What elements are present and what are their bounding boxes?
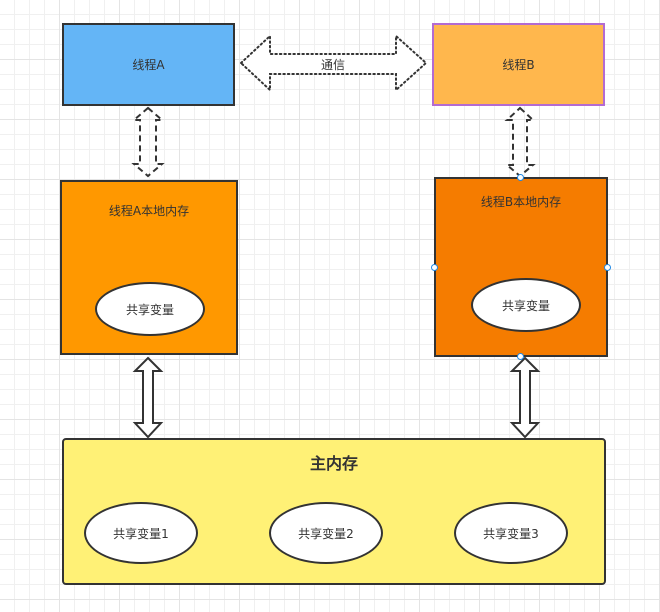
resize-handle-bottom[interactable] xyxy=(517,353,524,360)
resize-handle-left[interactable] xyxy=(431,264,438,271)
local-b-shared-variable[interactable]: 共享变量 xyxy=(471,278,581,332)
resize-handle-right[interactable] xyxy=(604,264,611,271)
communication-label: 通信 xyxy=(320,58,345,72)
thread-b-box[interactable]: 线程B xyxy=(432,23,605,106)
local-b-variable-label: 共享变量 xyxy=(501,298,550,313)
main-shared-variable-3[interactable]: 共享变量3 xyxy=(454,502,568,564)
main-memory-box[interactable]: 主内存 共享变量1 共享变量2 共享变量3 xyxy=(62,438,606,585)
thread-a-local-arrow[interactable] xyxy=(131,106,165,178)
local-a-variable-label: 共享变量 xyxy=(125,302,174,317)
local-a-main-arrow[interactable] xyxy=(132,356,164,439)
thread-a-box[interactable]: 线程A xyxy=(62,23,235,106)
local-a-shared-variable[interactable]: 共享变量 xyxy=(95,282,205,336)
local-memory-b-label: 线程B本地内存 xyxy=(480,195,562,209)
local-memory-b-box[interactable]: 线程B本地内存 共享变量 xyxy=(434,177,608,357)
local-b-main-arrow[interactable] xyxy=(509,356,541,439)
local-memory-a-label: 线程A本地内存 xyxy=(108,204,190,218)
local-memory-a-box[interactable]: 线程A本地内存 共享变量 xyxy=(60,180,238,355)
main-variable-1-label: 共享变量1 xyxy=(113,526,169,541)
main-variable-3-label: 共享变量3 xyxy=(483,526,539,541)
thread-b-label: 线程B xyxy=(502,58,535,72)
resize-handle-top[interactable] xyxy=(517,174,524,181)
thread-a-label: 线程A xyxy=(132,58,165,72)
main-shared-variable-1[interactable]: 共享变量1 xyxy=(84,502,198,564)
communication-arrow[interactable] xyxy=(239,33,428,93)
main-memory-label: 主内存 xyxy=(309,454,358,473)
main-shared-variable-2[interactable]: 共享变量2 xyxy=(269,502,383,564)
main-variable-2-label: 共享变量2 xyxy=(298,526,354,541)
thread-b-local-arrow[interactable] xyxy=(504,106,536,178)
